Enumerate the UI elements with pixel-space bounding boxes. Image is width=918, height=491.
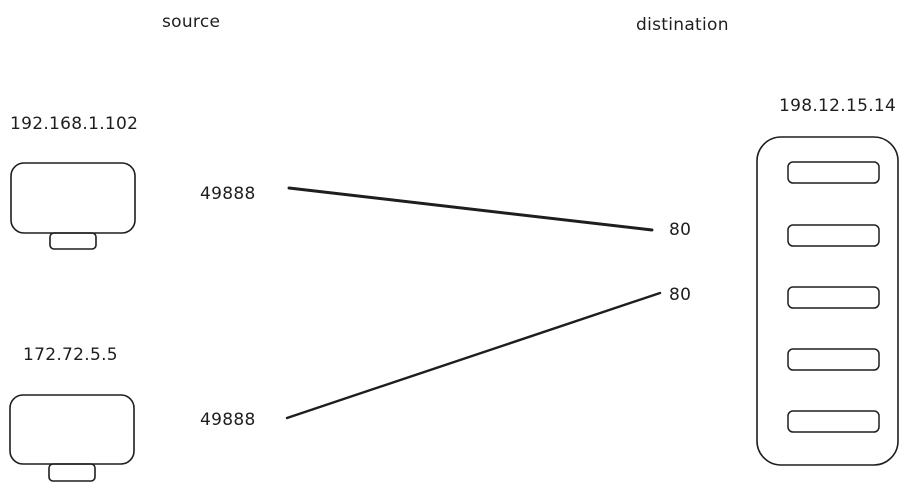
source-machine-1-screen xyxy=(10,162,136,234)
server-rack-body xyxy=(756,136,899,466)
source-machine-1-icon xyxy=(10,162,136,250)
server-slot-3 xyxy=(787,286,880,309)
destination-port-1-label: 80 xyxy=(669,220,692,240)
source-ip-2-label: 172.72.5.5 xyxy=(23,345,118,365)
source-ip-1-label: 192.168.1.102 xyxy=(10,114,139,134)
source-port-2-label: 49888 xyxy=(200,410,256,430)
source-machine-2-stand xyxy=(48,463,96,482)
source-machine-2-icon xyxy=(9,394,135,482)
connection-line-1 xyxy=(287,186,654,232)
connection-line-2 xyxy=(285,291,662,420)
server-slot-5 xyxy=(787,410,880,433)
source-machine-1-stand xyxy=(49,232,97,250)
server-slot-2 xyxy=(787,224,880,247)
server-slot-1 xyxy=(787,161,880,184)
source-port-1-label: 49888 xyxy=(200,184,256,204)
destination-ip-label: 198.12.15.14 xyxy=(779,96,897,116)
source-machine-2-screen xyxy=(9,394,135,465)
server-rack-icon xyxy=(756,136,899,466)
source-heading: source xyxy=(162,12,221,32)
server-slot-4 xyxy=(787,348,880,371)
destination-port-2-label: 80 xyxy=(669,285,692,305)
destination-heading: distination xyxy=(636,15,729,35)
